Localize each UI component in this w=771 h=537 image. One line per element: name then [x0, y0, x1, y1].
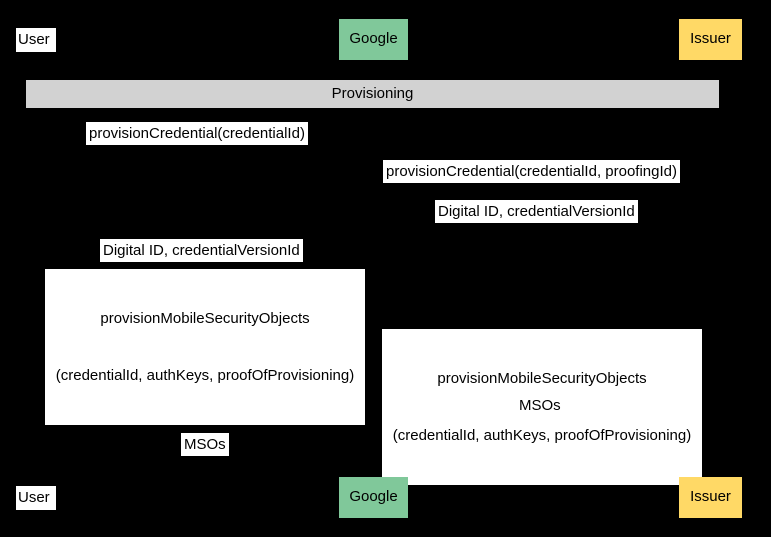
message-label-digital-id-left: Digital ID, credentialVersionId — [100, 239, 303, 262]
message-line-1: provisionCredential(credentialId) — [89, 125, 305, 142]
participant-user-top[interactable]: User — [16, 28, 56, 52]
message-label-msos-right: MSOs — [516, 394, 564, 417]
participant-user-bottom-label: User — [18, 488, 50, 506]
participant-user-top-label: User — [18, 30, 50, 48]
participant-issuer-top[interactable]: Issuer — [679, 19, 742, 60]
participant-google-bottom[interactable]: Google — [339, 477, 408, 518]
message-line-2: (credentialId, authKeys, proofOfProvisio… — [392, 427, 692, 444]
message-label-msos-left: MSOs — [181, 433, 229, 456]
participant-google-bottom-label: Google — [349, 488, 398, 506]
participant-issuer-bottom-label: Issuer — [690, 488, 731, 506]
message-label-provision-credential-proofing: provisionCredential(credentialId, proofi… — [383, 160, 680, 183]
message-line-1: provisionCredential(credentialId, proofi… — [386, 163, 677, 180]
fragment-bar-label: Provisioning — [331, 84, 414, 102]
message-line-1: Digital ID, credentialVersionId — [103, 242, 300, 259]
participant-google-top-label: Google — [349, 30, 398, 48]
participant-issuer-top-label: Issuer — [690, 30, 731, 48]
message-label-provision-mso-right: provisionMobileSecurityObjects (credenti… — [382, 329, 702, 485]
participant-issuer-bottom[interactable]: Issuer — [679, 477, 742, 518]
fragment-bar-provisioning: Provisioning — [26, 80, 719, 108]
message-line-1: provisionMobileSecurityObjects — [100, 310, 310, 327]
message-label-digital-id-right: Digital ID, credentialVersionId — [435, 200, 638, 223]
message-label-provision-credential: provisionCredential(credentialId) — [86, 122, 308, 145]
message-line-1: MSOs — [184, 436, 226, 453]
message-line-1: provisionMobileSecurityObjects — [437, 370, 647, 387]
message-line-1: Digital ID, credentialVersionId — [438, 203, 635, 220]
message-line-2: (credentialId, authKeys, proofOfProvisio… — [55, 367, 355, 384]
participant-google-top[interactable]: Google — [339, 19, 408, 60]
participant-user-bottom[interactable]: User — [16, 486, 56, 510]
message-label-provision-mso-left: provisionMobileSecurityObjects (credenti… — [45, 269, 365, 425]
message-line-1: MSOs — [519, 397, 561, 414]
